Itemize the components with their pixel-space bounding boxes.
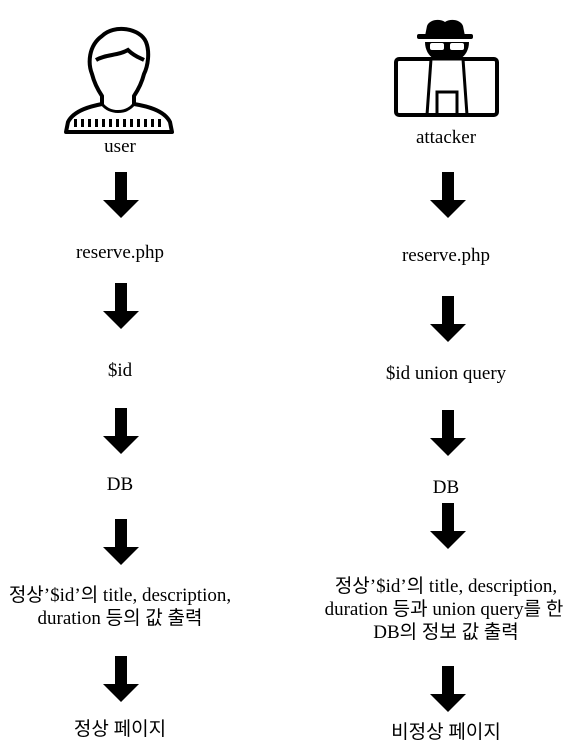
down-arrow-icon <box>430 410 466 456</box>
attacker-output-line2: duration 등과 union query를 한 <box>324 599 564 620</box>
down-arrow-icon <box>430 296 466 342</box>
user-label: user <box>104 136 136 157</box>
down-arrow-icon <box>103 408 139 454</box>
down-arrow-icon <box>103 519 139 565</box>
user-reserve-php-label: reserve.php <box>75 242 165 263</box>
user-id-param-label: $id <box>107 360 133 381</box>
user-db-label: DB <box>106 474 134 495</box>
user-person-icon <box>64 26 174 134</box>
attacker-result-abnormal-page: 비정상 페이지 <box>391 722 501 743</box>
down-arrow-icon <box>430 172 466 218</box>
attacker-output-line1: 정상’$id’의 title, description, <box>334 576 558 597</box>
down-arrow-icon <box>103 283 139 329</box>
down-arrow-icon <box>430 666 466 712</box>
user-output-line1: 정상’$id’의 title, description, <box>8 585 232 606</box>
attacker-id-union-query-label: $id union query <box>385 363 507 384</box>
attacker-output-line3: DB의 정보 값 출력 <box>373 622 519 643</box>
attacker-hacker-icon <box>394 19 499 117</box>
user-output-line2: duration 등의 값 출력 <box>37 608 203 629</box>
attacker-db-label: DB <box>432 477 460 498</box>
attacker-label: attacker <box>415 127 477 148</box>
user-result-normal-page: 정상 페이지 <box>73 719 167 740</box>
down-arrow-icon <box>103 172 139 218</box>
down-arrow-icon <box>430 503 466 549</box>
attacker-reserve-php-label: reserve.php <box>401 245 491 266</box>
down-arrow-icon <box>103 656 139 702</box>
